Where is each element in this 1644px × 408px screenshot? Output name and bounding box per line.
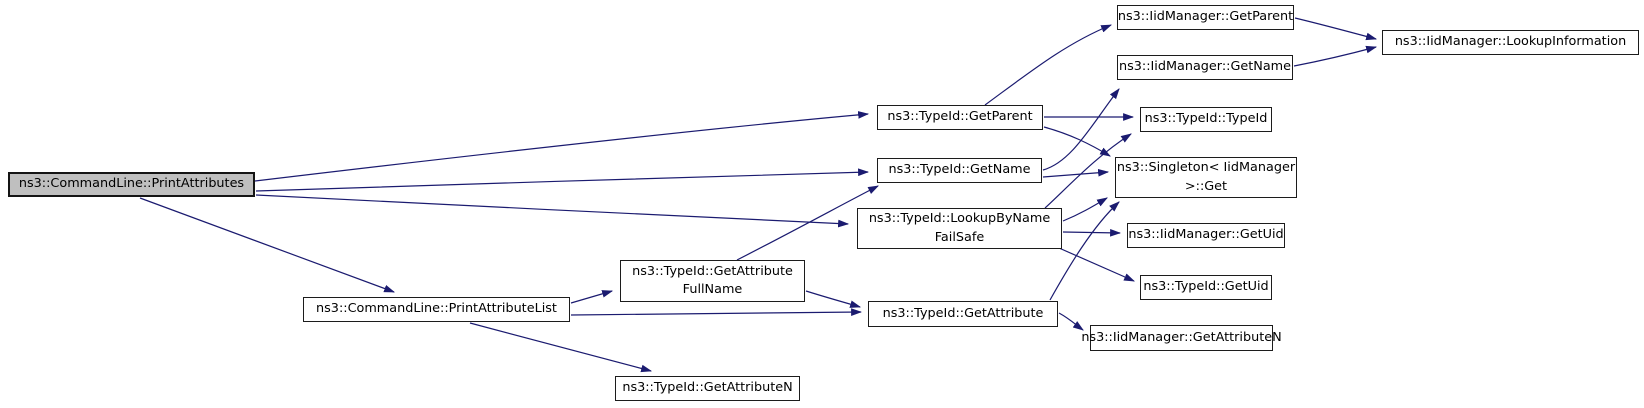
edge-printattributelist-typeid-getattributen bbox=[469, 322, 653, 373]
node-iidmanager-lookupinformation[interactable]: ns3::IidManager::LookupInformation bbox=[1382, 30, 1639, 55]
edge-printattributes-typeid-getname bbox=[255, 168, 870, 192]
edge-iidmanager-getname-lookupinformation bbox=[1293, 45, 1378, 67]
edge-printattributelist-getattributefullname bbox=[570, 290, 614, 304]
edge-printattributes-typeid-getparent bbox=[254, 111, 870, 182]
edge-typeid-getparent-singleton-get bbox=[1043, 126, 1111, 157]
edge-typeid-getparent-iidmanager-getparent bbox=[984, 24, 1113, 106]
node-iidmanager-getname[interactable]: ns3::IidManager::GetName bbox=[1117, 55, 1293, 80]
edge-getattribute-singleton-get bbox=[1049, 201, 1120, 301]
node-iidmanager-getparent[interactable]: ns3::IidManager::GetParent bbox=[1117, 5, 1294, 30]
edge-getattribute-iidmanager-getattributen bbox=[1058, 312, 1084, 331]
node-commandline-printattributes: ns3::CommandLine::PrintAttributes bbox=[8, 172, 255, 197]
node-commandline-printattributelist[interactable]: ns3::CommandLine::PrintAttributeList bbox=[303, 297, 570, 322]
edge-failsafe-typeid-typeid bbox=[1044, 133, 1132, 209]
edge-iidmanager-getparent-lookupinformation bbox=[1294, 17, 1378, 41]
node-typeid-getuid[interactable]: ns3::TypeId::GetUid bbox=[1140, 275, 1272, 300]
node-iidmanager-getuid[interactable]: ns3::IidManager::GetUid bbox=[1127, 223, 1285, 248]
node-typeid-getattributen[interactable]: ns3::TypeId::GetAttributeN bbox=[615, 376, 800, 401]
edge-typeid-getname-singleton-get bbox=[1042, 168, 1110, 178]
node-typeid-getname[interactable]: ns3::TypeId::GetName bbox=[877, 158, 1042, 183]
edge-failsafe-singleton-get bbox=[1062, 197, 1108, 222]
node-typeid-lookupbynamefailsafe[interactable]: ns3::TypeId::LookupByName FailSafe bbox=[857, 208, 1062, 249]
edge-printattributes-failsafe bbox=[255, 194, 850, 228]
edge-getattributefullname-typeid-getname bbox=[736, 185, 879, 261]
node-iidmanager-getattributen[interactable]: ns3::IidManager::GetAttributeN bbox=[1081, 325, 1282, 351]
node-typeid-typeid[interactable]: ns3::TypeId::TypeId bbox=[1140, 107, 1272, 132]
node-typeid-getparent[interactable]: ns3::TypeId::GetParent bbox=[877, 105, 1043, 130]
node-singleton-get[interactable]: ns3::Singleton< IidManager >::Get bbox=[1115, 157, 1297, 198]
edge-failsafe-iidmanager-getuid bbox=[1062, 228, 1122, 237]
edge-failsafe-typeid-getuid bbox=[1058, 247, 1136, 282]
edge-printattributes-printattributelist bbox=[139, 197, 396, 293]
edge-printattributelist-getattribute bbox=[570, 308, 863, 316]
edge-typeid-getname-iidmanager-getname bbox=[1042, 88, 1120, 171]
node-typeid-getattributefullname[interactable]: ns3::TypeId::GetAttribute FullName bbox=[620, 260, 805, 302]
node-typeid-getattribute[interactable]: ns3::TypeId::GetAttribute bbox=[868, 301, 1058, 327]
edge-getattributefullname-getattribute bbox=[805, 290, 862, 308]
